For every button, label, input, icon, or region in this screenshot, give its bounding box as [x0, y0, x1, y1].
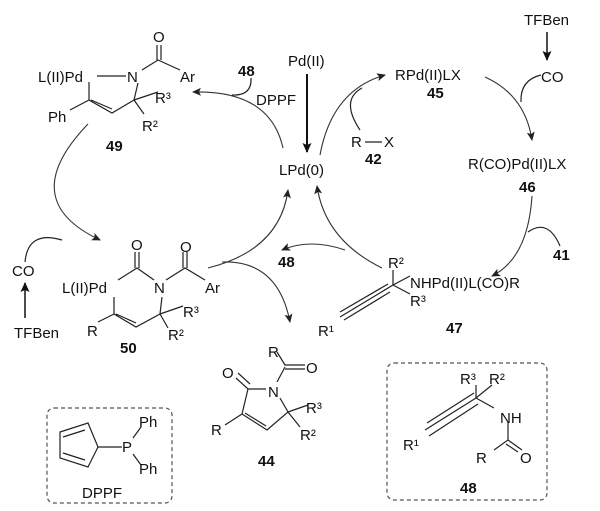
r-label: R	[211, 422, 222, 439]
compound-49: L(II)Pd N O Ar R³ R² Ph 49	[38, 29, 195, 155]
pd-label: L(II)Pd	[38, 69, 83, 86]
r3-label: R³	[460, 371, 476, 388]
o2-label: O	[180, 239, 192, 256]
r-label: R	[87, 323, 98, 340]
arrow-46-to-47	[491, 195, 533, 277]
ph2-label: Ph	[139, 461, 157, 478]
arrow-co-in	[520, 74, 542, 103]
ar-label: Ar	[180, 69, 195, 86]
compound-47: R² NHPd(II)L(CO)R R³ R¹ 47 48	[278, 254, 520, 340]
cycle-arrows	[20, 32, 561, 323]
r-acyl-label: R	[268, 344, 279, 361]
pd2-label: Pd(II)	[288, 53, 325, 70]
n-label: N	[154, 280, 165, 297]
r-label: R	[476, 450, 487, 467]
arrow-49-to-50	[53, 123, 101, 241]
compound-label: 42	[365, 151, 382, 168]
ph-label: Ph	[48, 109, 66, 126]
ph1-label: Ph	[139, 414, 157, 431]
r1-label: R¹	[318, 323, 334, 340]
arrow-47-to-pd0	[314, 185, 383, 269]
tfben-label: TFBen	[14, 325, 59, 342]
r1-label: R¹	[403, 437, 419, 454]
r3-label: R³	[155, 90, 171, 107]
ar-label: Ar	[205, 280, 220, 297]
compound-48-in-label: 48	[238, 63, 255, 80]
compound-label: 50	[120, 340, 137, 357]
arrow-50-to-pd0	[207, 189, 291, 269]
x-label: X	[384, 134, 394, 151]
compound-label: 44	[258, 453, 275, 470]
compound-48-box: R³ R² NH R¹ R O 48	[386, 362, 548, 501]
dppf-box: P Ph Ph DPPF	[46, 407, 173, 504]
r3-label: R³	[306, 400, 322, 417]
r-label: R	[351, 134, 362, 151]
r2-label: R²	[300, 427, 316, 444]
pd-label: L(II)Pd	[62, 280, 107, 297]
o-acyl-label: O	[306, 360, 318, 377]
compound-44: R O O N R³ R R² 44	[211, 344, 322, 470]
compound-48-release-label: 48	[278, 254, 295, 271]
r2-label: R²	[388, 255, 404, 272]
tfben-label: TFBen	[524, 12, 569, 29]
compound-41-label: 41	[553, 247, 570, 264]
r3-label: R³	[183, 304, 199, 321]
compound-45-label: 45	[427, 85, 444, 102]
compound-label: 48	[460, 480, 477, 497]
pd0-label: LPd(0)	[279, 162, 324, 179]
arrow-42-in	[349, 87, 363, 131]
compound-46-label: 46	[519, 179, 536, 196]
dppf-reagent-label: DPPF	[256, 92, 296, 109]
p-label: P	[122, 439, 132, 456]
arrow-pd0-to-45	[319, 73, 386, 156]
arrow-45-to-46	[484, 76, 535, 141]
compound-46-formula: R(CO)Pd(II)LX	[468, 156, 566, 173]
compound-45-formula: RPd(II)LX	[395, 67, 461, 84]
o1-label: O	[131, 237, 143, 254]
arrow-co-in-left	[24, 237, 63, 263]
arrow-48-in	[231, 77, 252, 96]
n-label: N	[268, 384, 279, 401]
o-label: O	[153, 29, 165, 46]
o-ring-label: O	[222, 365, 234, 382]
n-label: N	[127, 69, 138, 86]
r3-label: R³	[410, 293, 426, 310]
compound-label: 47	[446, 320, 463, 337]
arrow-pd0-to-49	[192, 87, 284, 149]
arrow-50-to-44	[221, 261, 293, 323]
compound-label: 49	[106, 138, 123, 155]
co-label: CO	[12, 263, 35, 280]
arrow-48-release	[281, 243, 346, 251]
o-label: O	[520, 450, 532, 467]
compound-42: R X 42	[351, 134, 394, 168]
dppf-label: DPPF	[82, 485, 122, 502]
nh-label: NH	[500, 410, 522, 427]
r2-label: R²	[142, 118, 158, 135]
co-label: CO	[541, 69, 564, 86]
r2-label: R²	[168, 327, 184, 344]
compound-50: L(II)Pd O N O Ar R³ R² R 50 CO TFBen	[12, 237, 220, 357]
arrow-41-in	[527, 226, 561, 247]
nh-pd-label: NHPd(II)L(CO)R	[410, 275, 520, 292]
r2-label: R²	[489, 371, 505, 388]
